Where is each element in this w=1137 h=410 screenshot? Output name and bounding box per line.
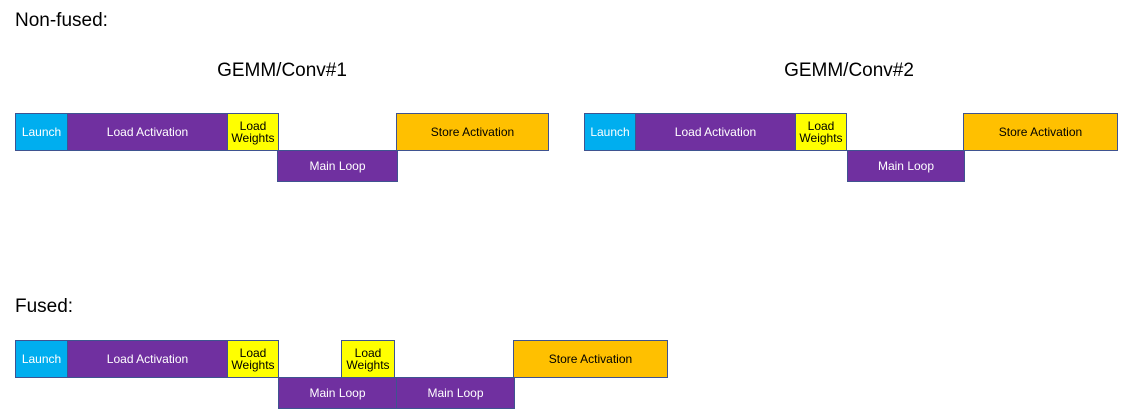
bar-load-weights-fused-2[interactable]: Load Weights xyxy=(341,340,395,378)
section-label-non-fused: Non-fused: xyxy=(15,10,108,31)
section-label-fused: Fused: xyxy=(15,296,74,317)
bar-launch-2[interactable]: Launch xyxy=(584,113,636,151)
bar-load-activation-2[interactable]: Load Activation xyxy=(635,113,796,151)
bar-store-activation-2[interactable]: Store Activation xyxy=(963,113,1118,151)
bar-load-weights-2[interactable]: Load Weights xyxy=(795,113,847,151)
bar-load-weights-fused-1[interactable]: Load Weights xyxy=(227,340,279,378)
group-title-gemm-conv-2: GEMM/Conv#2 xyxy=(784,60,914,81)
bar-store-activation-1[interactable]: Store Activation xyxy=(396,113,549,151)
bar-store-activation-fused[interactable]: Store Activation xyxy=(513,340,668,378)
bar-load-activation-1[interactable]: Load Activation xyxy=(67,113,228,151)
bar-main-loop-fused-2[interactable]: Main Loop xyxy=(396,377,515,409)
bar-main-loop-2[interactable]: Main Loop xyxy=(847,150,965,182)
bar-launch-fused[interactable]: Launch xyxy=(15,340,68,378)
group-title-gemm-conv-1: GEMM/Conv#1 xyxy=(217,60,347,81)
bar-main-loop-1[interactable]: Main Loop xyxy=(277,150,398,182)
bar-load-activation-fused[interactable]: Load Activation xyxy=(67,340,228,378)
bar-load-weights-1[interactable]: Load Weights xyxy=(227,113,279,151)
bar-launch-1[interactable]: Launch xyxy=(15,113,68,151)
bar-main-loop-fused-1[interactable]: Main Loop xyxy=(278,377,397,409)
